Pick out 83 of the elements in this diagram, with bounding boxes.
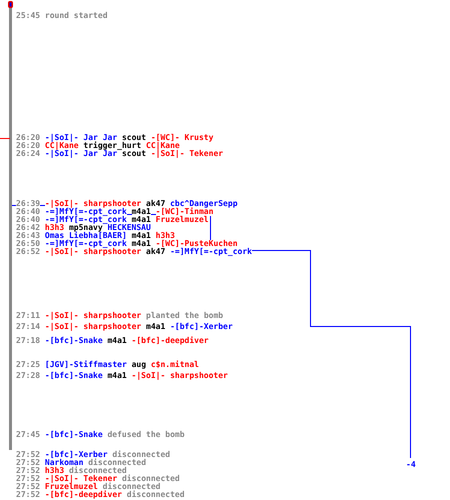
player-name: h3h3 — [44, 224, 64, 232]
weapon-name: m4a1 — [132, 216, 151, 224]
timestamp: 26:20 — [16, 134, 40, 142]
timestamp: 26:39 — [16, 200, 40, 208]
timestamp: 26:43 — [16, 232, 40, 240]
player-name: -[WC]-Tinman — [156, 208, 214, 216]
player-name: -|SoI|- Tekener — [44, 475, 118, 483]
player-name: -|SoI|- Jar Jar — [44, 134, 118, 142]
timestamp: 27:52 — [16, 483, 40, 491]
player-name: -|SoI|- sharpshooter — [44, 200, 142, 208]
player-name: -[bfc]-Snake — [44, 431, 103, 439]
timestamp: 26:24 — [16, 150, 40, 158]
timestamp: 27:45 — [16, 431, 40, 439]
player-name: -|SoI|- sharpshooter — [44, 312, 142, 320]
player-name: -[bfc]-Snake — [44, 337, 103, 345]
event-text: disconnected — [102, 483, 160, 491]
player-name: -[bfc]-deepdiver — [44, 491, 122, 499]
timestamp: 26:40 — [16, 208, 40, 216]
player-name: -=]MfY[=-cpt_cork — [44, 208, 127, 216]
player-name: -[bfc]-Snake — [44, 372, 103, 380]
timestamp: 26:40 — [16, 216, 40, 224]
timestamp: 26:50 — [16, 240, 40, 248]
weapon-name: m4a1 — [146, 323, 166, 331]
player-name: -|SoI|- Jar Jar — [44, 150, 118, 158]
event-text: disconnected — [122, 475, 180, 483]
player-name: -|SoI|- sharpshooter — [132, 372, 228, 380]
player-name: -|SoI|- sharpshooter — [44, 323, 142, 331]
timestamp: 27:18 — [16, 337, 40, 345]
player-name: cbc^DangerSepp — [170, 200, 238, 208]
timestamp: 27:52 — [16, 491, 40, 499]
player-name: Fruzelmuzel — [44, 483, 98, 491]
player-name: -|SoI|- sharpshooter — [44, 248, 142, 256]
player-name: -[bfc]-deepdiver — [132, 337, 209, 345]
player-name: CC|Kane — [44, 142, 79, 150]
score-value: -4 — [406, 461, 416, 469]
timestamp: 27:11 — [16, 312, 40, 320]
timestamp: 27:52 — [16, 467, 40, 475]
weapon-name: aug — [132, 361, 146, 369]
player-name: Omas Liebha[BAER] — [44, 232, 127, 240]
event-text: round started — [44, 12, 108, 20]
player-name: -[bfc]-Xerber — [170, 323, 233, 331]
player-name: c$n.mitnal — [150, 361, 199, 369]
timestamp: 25:45 — [16, 12, 40, 20]
event-text: disconnected — [126, 491, 185, 499]
weapon-name: scout — [122, 150, 146, 158]
player-name: -[WC]- Krusty — [150, 134, 214, 142]
player-name: HECKENSAU — [107, 224, 151, 232]
player-name: Narkoman — [44, 459, 84, 467]
event-text: disconnected — [88, 459, 146, 467]
weapon-name: trigger_hurt — [83, 142, 142, 150]
event-text: disconnected — [112, 451, 170, 459]
timestamp: 26:20 — [16, 142, 40, 150]
timestamp: 27:14 — [16, 323, 40, 331]
weapon-name: m4a1 — [132, 232, 151, 240]
weapon-name: ak47 — [146, 200, 166, 208]
event-text: defused the bomb — [107, 431, 185, 439]
weapon-name: m4a1 — [132, 208, 151, 216]
weapon-name: m4a1 — [107, 337, 127, 345]
event-text: planted the bomb — [146, 312, 224, 320]
timestamp: 27:28 — [16, 372, 40, 380]
timestamp: 27:52 — [16, 459, 40, 467]
player-name: CC|Kane — [146, 142, 180, 150]
player-name: -=]MfY[=-cpt_cork — [44, 240, 127, 248]
player-name: [JGV]-Stiffmaster — [44, 361, 127, 369]
player-name: -=]MfY[=-cpt_cork — [170, 248, 252, 256]
timestamp: 27:52 — [16, 475, 40, 483]
weapon-name: scout — [122, 134, 146, 142]
weapon-name: ak47 — [146, 248, 166, 256]
timestamp: 26:42 — [16, 224, 40, 232]
timestamp: 27:25 — [16, 361, 40, 369]
player-name: h3h3 — [156, 232, 175, 240]
player-name: -[bfc]-Xerber — [44, 451, 108, 459]
weapon-name: m4a1 — [107, 372, 127, 380]
timestamp: 27:52 — [16, 451, 40, 459]
event-text: disconnected — [68, 467, 127, 475]
weapon-name: m4a1 — [132, 240, 151, 248]
weapon-name: mp5navy — [68, 224, 103, 232]
player-name: Fruzelmuzel — [156, 216, 209, 224]
player-name: -|SoI|- Tekener — [150, 150, 224, 158]
player-name: -=]MfY[=-cpt_cork — [44, 216, 127, 224]
player-name: -[WC]-PusteKuchen — [156, 240, 238, 248]
player-name: h3h3 — [44, 467, 64, 475]
timestamp: 26:52 — [16, 248, 40, 256]
